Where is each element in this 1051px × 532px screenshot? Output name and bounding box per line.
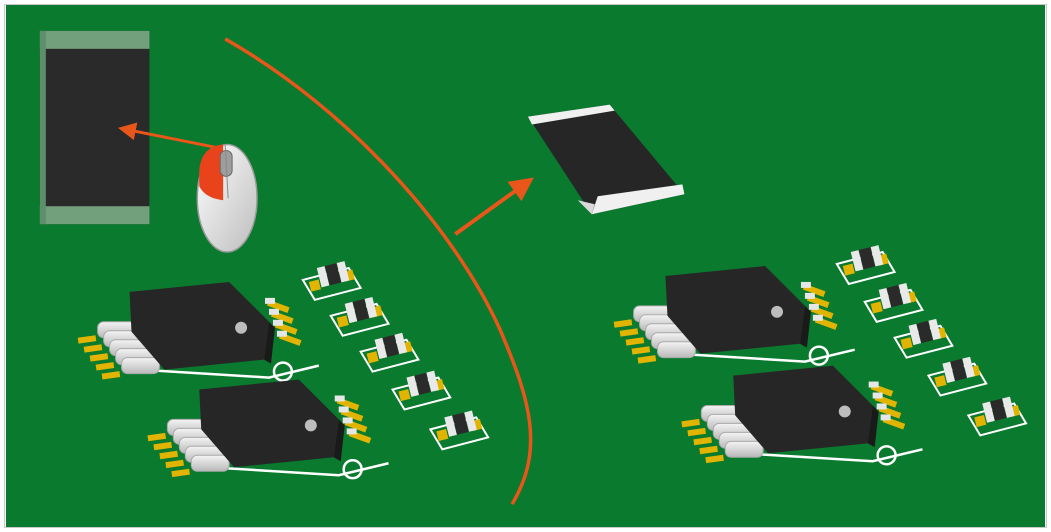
chip-resistor-top-view[interactable]	[39, 30, 150, 225]
right-components	[613, 245, 1028, 466]
small-chip-left-1[interactable]	[301, 261, 363, 302]
small-chip-right-3[interactable]	[893, 318, 954, 359]
small-chip-left-4[interactable]	[390, 370, 452, 411]
ic-package-left-2[interactable]	[147, 379, 389, 480]
ic-package-left-1[interactable]	[77, 281, 320, 382]
small-chip-right-5[interactable]	[966, 396, 1028, 437]
left-components	[77, 261, 490, 480]
ic-package-right-1[interactable]	[613, 266, 856, 366]
chip-resistor-3d[interactable]	[527, 104, 685, 215]
small-chip-left-2[interactable]	[329, 296, 391, 337]
divider-arc	[224, 37, 533, 505]
small-chip-right-1[interactable]	[835, 245, 897, 286]
pointer-arrow	[118, 122, 217, 149]
mouse-icon[interactable]	[196, 143, 258, 253]
ic-package-right-2[interactable]	[681, 365, 923, 466]
small-chip-left-5[interactable]	[428, 410, 490, 451]
transition-arrow	[454, 177, 534, 236]
pcb-board	[4, 4, 1047, 528]
small-chip-left-3[interactable]	[359, 332, 420, 373]
small-chip-right-2[interactable]	[863, 282, 925, 323]
small-chip-right-4[interactable]	[926, 356, 988, 397]
